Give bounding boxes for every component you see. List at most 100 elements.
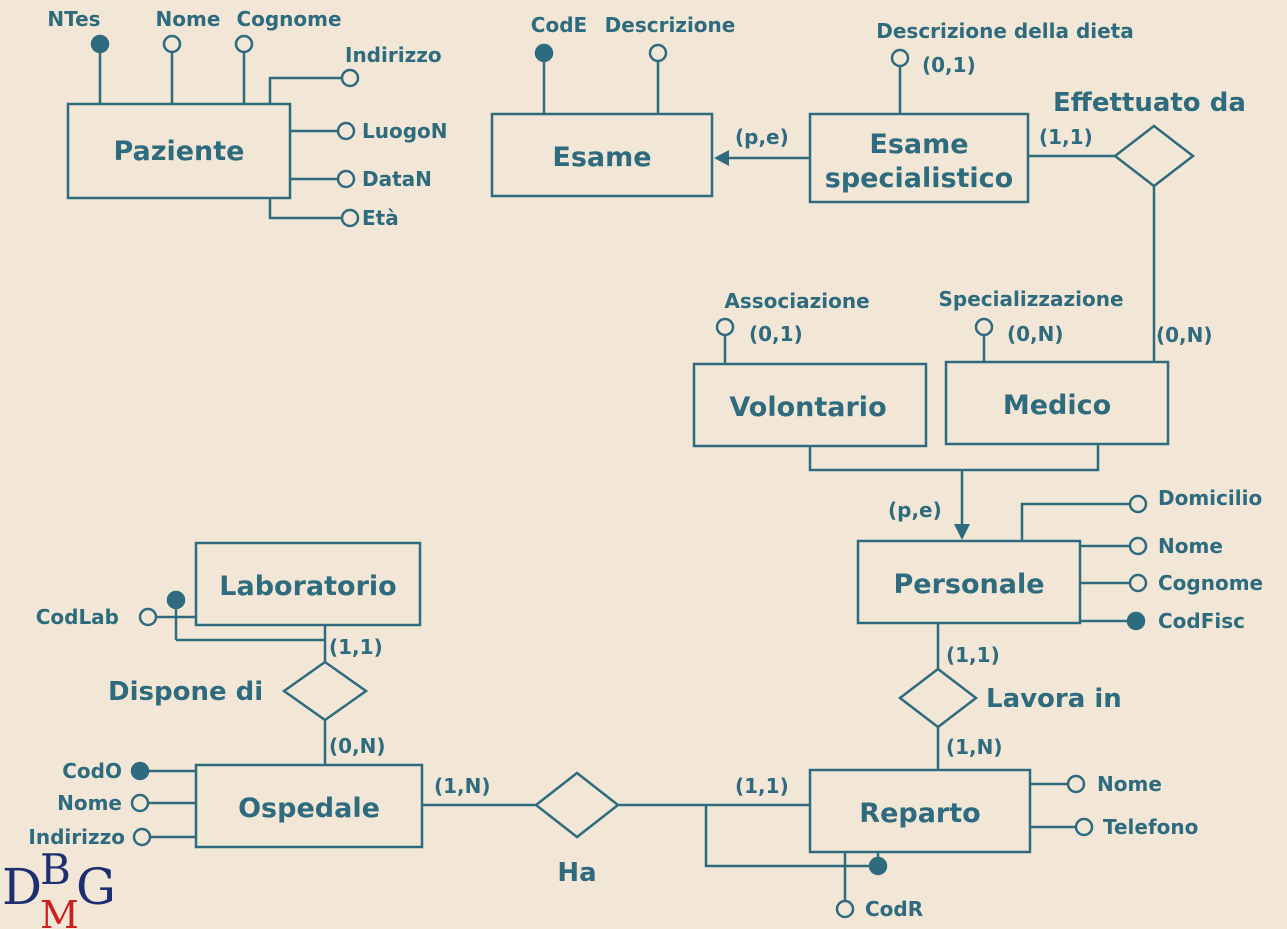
entity-label: Ospedale [238,793,380,824]
logo-d: D [2,858,42,916]
card-specializzazione: (0,N) [1007,322,1064,346]
card-ospedale-dispone: (0,N) [329,734,386,758]
attribute-luogon [336,121,356,141]
attribute-cognome [1128,573,1148,593]
attr-label-associazione: Associazione [724,289,869,313]
card-laboratorio-dispone: (1,1) [329,635,383,659]
entity-esame: Esame CodE Descrizione [490,13,736,198]
logo-g: G [76,858,116,916]
generalization-arrow [954,524,970,540]
relationship-dispone-di [281,660,369,722]
entity-personale: Personale Domicilio Nome Cognome CodFisc [856,486,1263,633]
attr-label-codo: CodO [62,759,122,783]
attr-label-descrizione-dieta: Descrizione della dieta [876,19,1134,43]
entity-box [194,763,424,849]
attribute-descrizione [648,43,668,63]
attr-label-nome: Nome [1158,534,1223,558]
attr-label-descrizione: Descrizione [605,13,736,37]
key-attribute-codo [130,761,150,781]
key-identifier-laboratorio-ospedale [166,590,186,610]
entity-reparto: Reparto Nome Telefono CodR [808,768,1198,921]
relationship-lavora-in [897,667,979,729]
dbg-logo: D B G M [2,845,116,929]
entity-box [808,112,1030,204]
entity-label-line2: specialistico [825,163,1014,194]
relationship-label-ha: Ha [557,858,596,888]
attr-label-indirizzo: Indirizzo [345,43,442,67]
key-attribute-ntes [90,34,110,54]
generalization-arrow [714,150,729,166]
card-personale-lavora: (1,1) [946,643,1000,667]
card-medico-effettuato: (0,N) [1156,323,1213,347]
key-identifier-codr-ospedale [868,856,888,876]
attribute-nome [130,793,150,813]
relationship-label-effettuato-da: Effettuato da [1053,88,1246,118]
attribute-nome [1066,774,1086,794]
generalization-label-esame: (p,e) [735,125,789,149]
entity-ospedale: Ospedale CodO Nome Indirizzo [28,759,424,849]
attribute-descrizione-dieta [890,48,910,68]
entity-esame-specialistico: Esame specialistico Descrizione della di… [808,19,1134,204]
entity-box [194,541,422,627]
entity-laboratorio: Laboratorio CodLab [36,541,422,642]
key-attribute-code [534,43,554,63]
attribute-telefono [1074,817,1094,837]
attr-label-nome: Nome [1097,772,1162,796]
attribute-domicilio [1128,494,1148,514]
attr-label-codfisc: CodFisc [1158,609,1245,633]
entity-label: Reparto [859,798,980,829]
entity-box [944,360,1170,446]
entity-medico: Medico Specializzazione (0,N) [938,287,1170,446]
card-esame-spec-effettuato: (1,1) [1039,125,1093,149]
entity-label: Volontario [729,392,886,423]
relationship-effettuato-da [1112,124,1196,188]
card-ospedale-ha: (1,N) [434,774,491,798]
attr-label-specializzazione: Specializzazione [938,287,1123,311]
logo-m: M [40,893,79,929]
attribute-codlab [138,607,158,627]
entity-box [490,112,714,198]
relationship-label-lavora-in: Lavora in [986,684,1122,714]
logo-b: B [40,845,71,894]
entity-label-line1: Esame [869,129,968,160]
attr-label-telefono: Telefono [1103,815,1198,839]
card-descrizione-dieta: (0,1) [922,53,976,77]
attribute-eta [340,208,360,228]
entity-box [808,768,1032,854]
attr-label-code: CodE [531,13,587,37]
card-associazione: (0,1) [749,322,803,346]
relationship-ha [533,771,621,839]
attr-label-cognome: Cognome [236,7,341,31]
attribute-codr [835,899,855,919]
attribute-specializzazione [974,317,994,337]
attr-label-codr: CodR [865,897,923,921]
attribute-datan [336,169,356,189]
key-attribute-codfisc [1126,611,1146,631]
attribute-nome [162,34,182,54]
card-reparto-lavora: (1,N) [946,735,1003,759]
relationship-label-dispone-di: Dispone di [108,677,263,707]
attr-label-ntes: NTes [47,7,100,31]
entity-label: Laboratorio [219,571,396,602]
attr-label-nome: Nome [156,7,221,31]
attribute-nome [1128,536,1148,556]
entity-box [66,102,292,200]
attr-label-nome: Nome [57,791,122,815]
card-reparto-ha: (1,1) [735,774,789,798]
attr-label-codlab: CodLab [36,605,119,629]
attr-label-datan: DataN [362,167,432,191]
attr-label-indirizzo: Indirizzo [28,825,125,849]
generalization-label-personale: (p,e) [888,498,942,522]
attr-label-luogon: LuogoN [362,119,448,143]
entity-label: Medico [1003,390,1111,421]
attr-label-domicilio: Domicilio [1158,486,1262,510]
entity-paziente: Paziente NTes Nome Cognome Indirizzo Luo… [47,7,447,230]
entity-label: Personale [893,569,1044,600]
entity-label: Paziente [113,136,244,167]
attribute-indirizzo [340,68,360,88]
attr-label-eta: Età [362,206,399,230]
attribute-indirizzo [132,827,152,847]
entity-label: Esame [552,142,651,173]
attribute-cognome [234,34,254,54]
